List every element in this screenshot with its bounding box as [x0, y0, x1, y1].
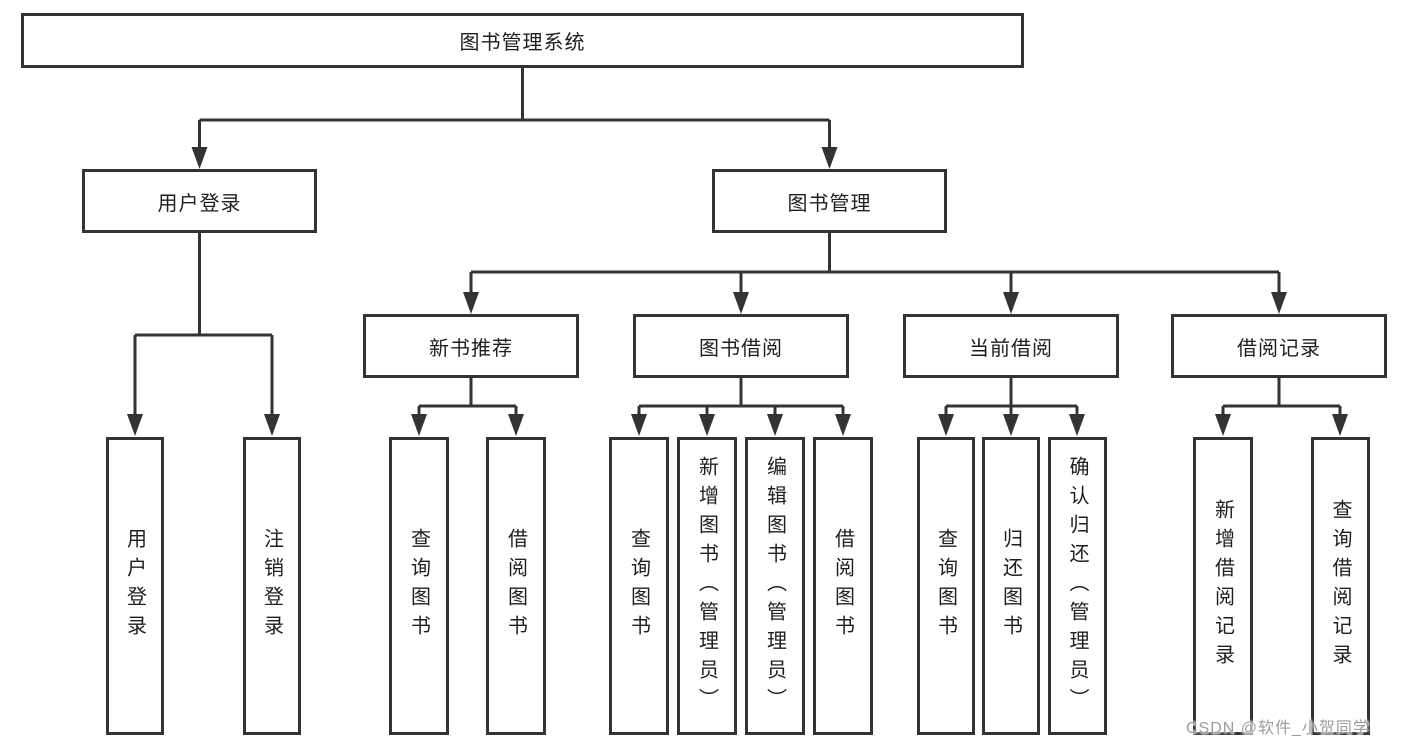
leaf-borrow-borrow-books: 借阅图书 — [813, 437, 873, 735]
arrowhead — [733, 292, 749, 314]
leaf-newrec-query-books: 查询图书 — [389, 437, 449, 735]
arrowhead — [821, 147, 838, 169]
arrowhead — [264, 414, 280, 436]
leaf-newrec-borrow-books: 借阅图书 — [486, 437, 546, 735]
arrowhead — [1003, 414, 1019, 436]
leaf-current-query-books: 查询图书 — [917, 437, 975, 735]
leaf-records-add-record: 新增借阅记录 — [1193, 437, 1253, 735]
leaf-current-return-books: 归还图书 — [982, 437, 1040, 735]
arrowhead — [835, 414, 851, 436]
arrowhead — [1215, 414, 1231, 436]
node-current-borrow: 当前借阅 — [903, 314, 1119, 378]
arrowhead — [411, 414, 427, 436]
csdn-watermark: CSDN @软件_小贺同学 — [1186, 720, 1370, 737]
node-borrow-records: 借阅记录 — [1171, 314, 1387, 378]
arrowhead — [127, 414, 143, 436]
leaf-current-confirm-return-admin: 确认归还（管理员） — [1048, 437, 1107, 735]
node-root: 图书管理系统 — [21, 13, 1024, 68]
arrowhead — [938, 414, 954, 436]
node-user-login: 用户登录 — [82, 169, 317, 233]
leaf-user-login: 用户登录 — [106, 437, 164, 735]
leaf-records-query-record: 查询借阅记录 — [1311, 437, 1370, 735]
leaf-borrow-add-books-admin: 新增图书（管理员） — [677, 437, 737, 735]
arrowhead — [1271, 292, 1287, 314]
node-new-book-recommend: 新书推荐 — [363, 314, 579, 378]
leaf-borrow-edit-books-admin: 编辑图书（管理员） — [745, 437, 805, 735]
node-book-borrow: 图书借阅 — [633, 314, 849, 378]
node-book-management: 图书管理 — [712, 169, 947, 233]
arrowhead — [508, 414, 524, 436]
arrowhead — [1069, 414, 1085, 436]
leaf-borrow-query-books: 查询图书 — [609, 437, 669, 735]
arrowhead — [191, 147, 208, 169]
arrowhead — [1332, 414, 1348, 436]
tree-edges — [133, 68, 1342, 417]
arrowhead — [631, 414, 647, 436]
leaf-logout: 注销登录 — [243, 437, 301, 735]
arrowhead — [463, 292, 479, 314]
arrowhead — [1003, 292, 1019, 314]
arrowhead — [699, 414, 715, 436]
arrowhead — [767, 414, 783, 436]
